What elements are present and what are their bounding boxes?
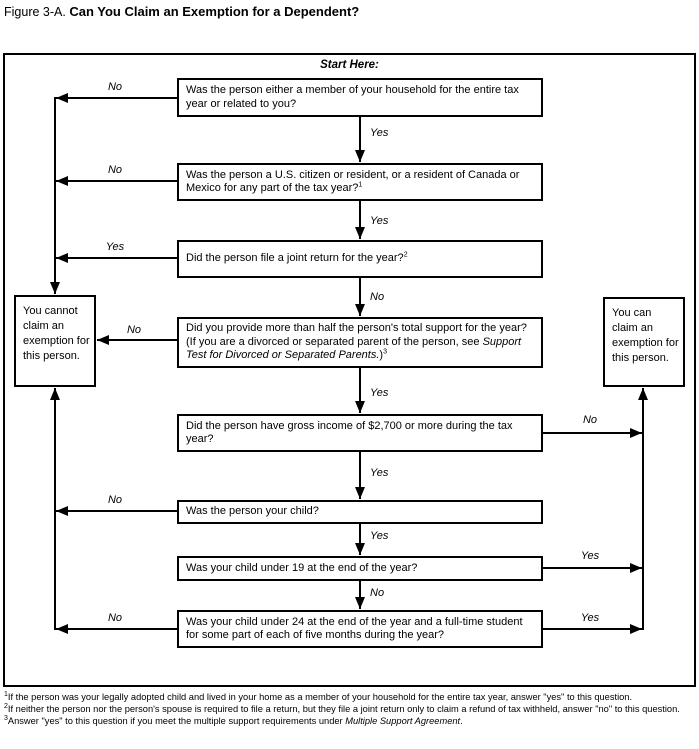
question-italic: Support Test for Divorced or Separated P… [186, 335, 522, 362]
edge-label-yes: Yes [370, 387, 389, 399]
question-box-under-19: Was your child under 19 at the end of th… [177, 556, 543, 581]
question-box-your-child: Was the person your child? [177, 500, 543, 524]
edge-label-yes: Yes [370, 467, 389, 479]
footnote-ref: 3 [383, 348, 387, 356]
edge-label-no: No [107, 612, 123, 624]
question-text: Did the person file a joint return for t… [186, 251, 408, 265]
question-box-support: Did you provide more than half the perso… [177, 317, 543, 368]
flowchart-frame [3, 53, 696, 687]
question-box-gross-income: Did the person have gross income of $2,7… [177, 414, 543, 452]
edge-label-no: No [107, 494, 123, 506]
edge-label-yes: Yes [370, 530, 389, 542]
question-box-household: Was the person either a member of your h… [177, 78, 543, 117]
result-text: You cannot claim an exemption for this p… [23, 305, 90, 362]
edge-label-no: No [107, 81, 123, 93]
question-text: Was the person a U.S. citizen or residen… [186, 168, 520, 195]
question-text: Was your child under 24 at the end of th… [186, 615, 523, 642]
figure-title: Figure 3-A. Can You Claim an Exemption f… [4, 4, 359, 19]
footnote-ref: 2 [403, 251, 408, 259]
edge-label-yes: Yes [105, 241, 125, 253]
footnote-2: 2If neither the person nor the person's … [4, 702, 680, 714]
edge-label-no: No [370, 291, 385, 303]
question-text: Was the person your child? [186, 505, 319, 518]
edge-label-yes: Yes [370, 215, 389, 227]
question-text: Did you provide more than half the perso… [186, 322, 527, 362]
footnote-1: 1If the person was your legally adopted … [4, 690, 633, 702]
footnotes: 1If the person was your legally adopted … [4, 691, 695, 727]
question-text: Was the person either a member of your h… [186, 84, 519, 110]
start-here-label: Start Here: [320, 59, 379, 71]
edge-label-yes: Yes [580, 612, 600, 624]
footnote-italic: Multiple Support Agreement [345, 716, 461, 726]
edge-label-no: No [582, 414, 598, 426]
edge-label-no: No [370, 587, 385, 599]
question-text: Was your child under 19 at the end of th… [186, 561, 418, 574]
question-box-citizen: Was the person a U.S. citizen or residen… [177, 163, 543, 201]
result-box-cannot-claim: You cannot claim an exemption for this p… [14, 295, 96, 387]
edge-label-yes: Yes [370, 127, 389, 139]
question-text: Did the person have gross income of $2,7… [186, 419, 513, 446]
figure-number: Figure 3-A. [4, 5, 66, 19]
result-box-can-claim: You can claim an exemption for this pers… [603, 297, 685, 387]
figure-heading: Can You Claim an Exemption for a Depende… [69, 4, 360, 19]
edge-label-yes: Yes [580, 550, 600, 562]
edge-label-no: No [107, 164, 123, 176]
question-box-under-24-student: Was your child under 24 at the end of th… [177, 610, 543, 648]
result-text: You can claim an exemption for this pers… [612, 307, 679, 364]
question-box-joint-return: Did the person file a joint return for t… [177, 240, 543, 278]
footnote-3: 3Answer "yes" to this question if you me… [4, 714, 463, 726]
footnote-ref: 1 [358, 181, 363, 189]
edge-label-no: No [126, 324, 142, 336]
